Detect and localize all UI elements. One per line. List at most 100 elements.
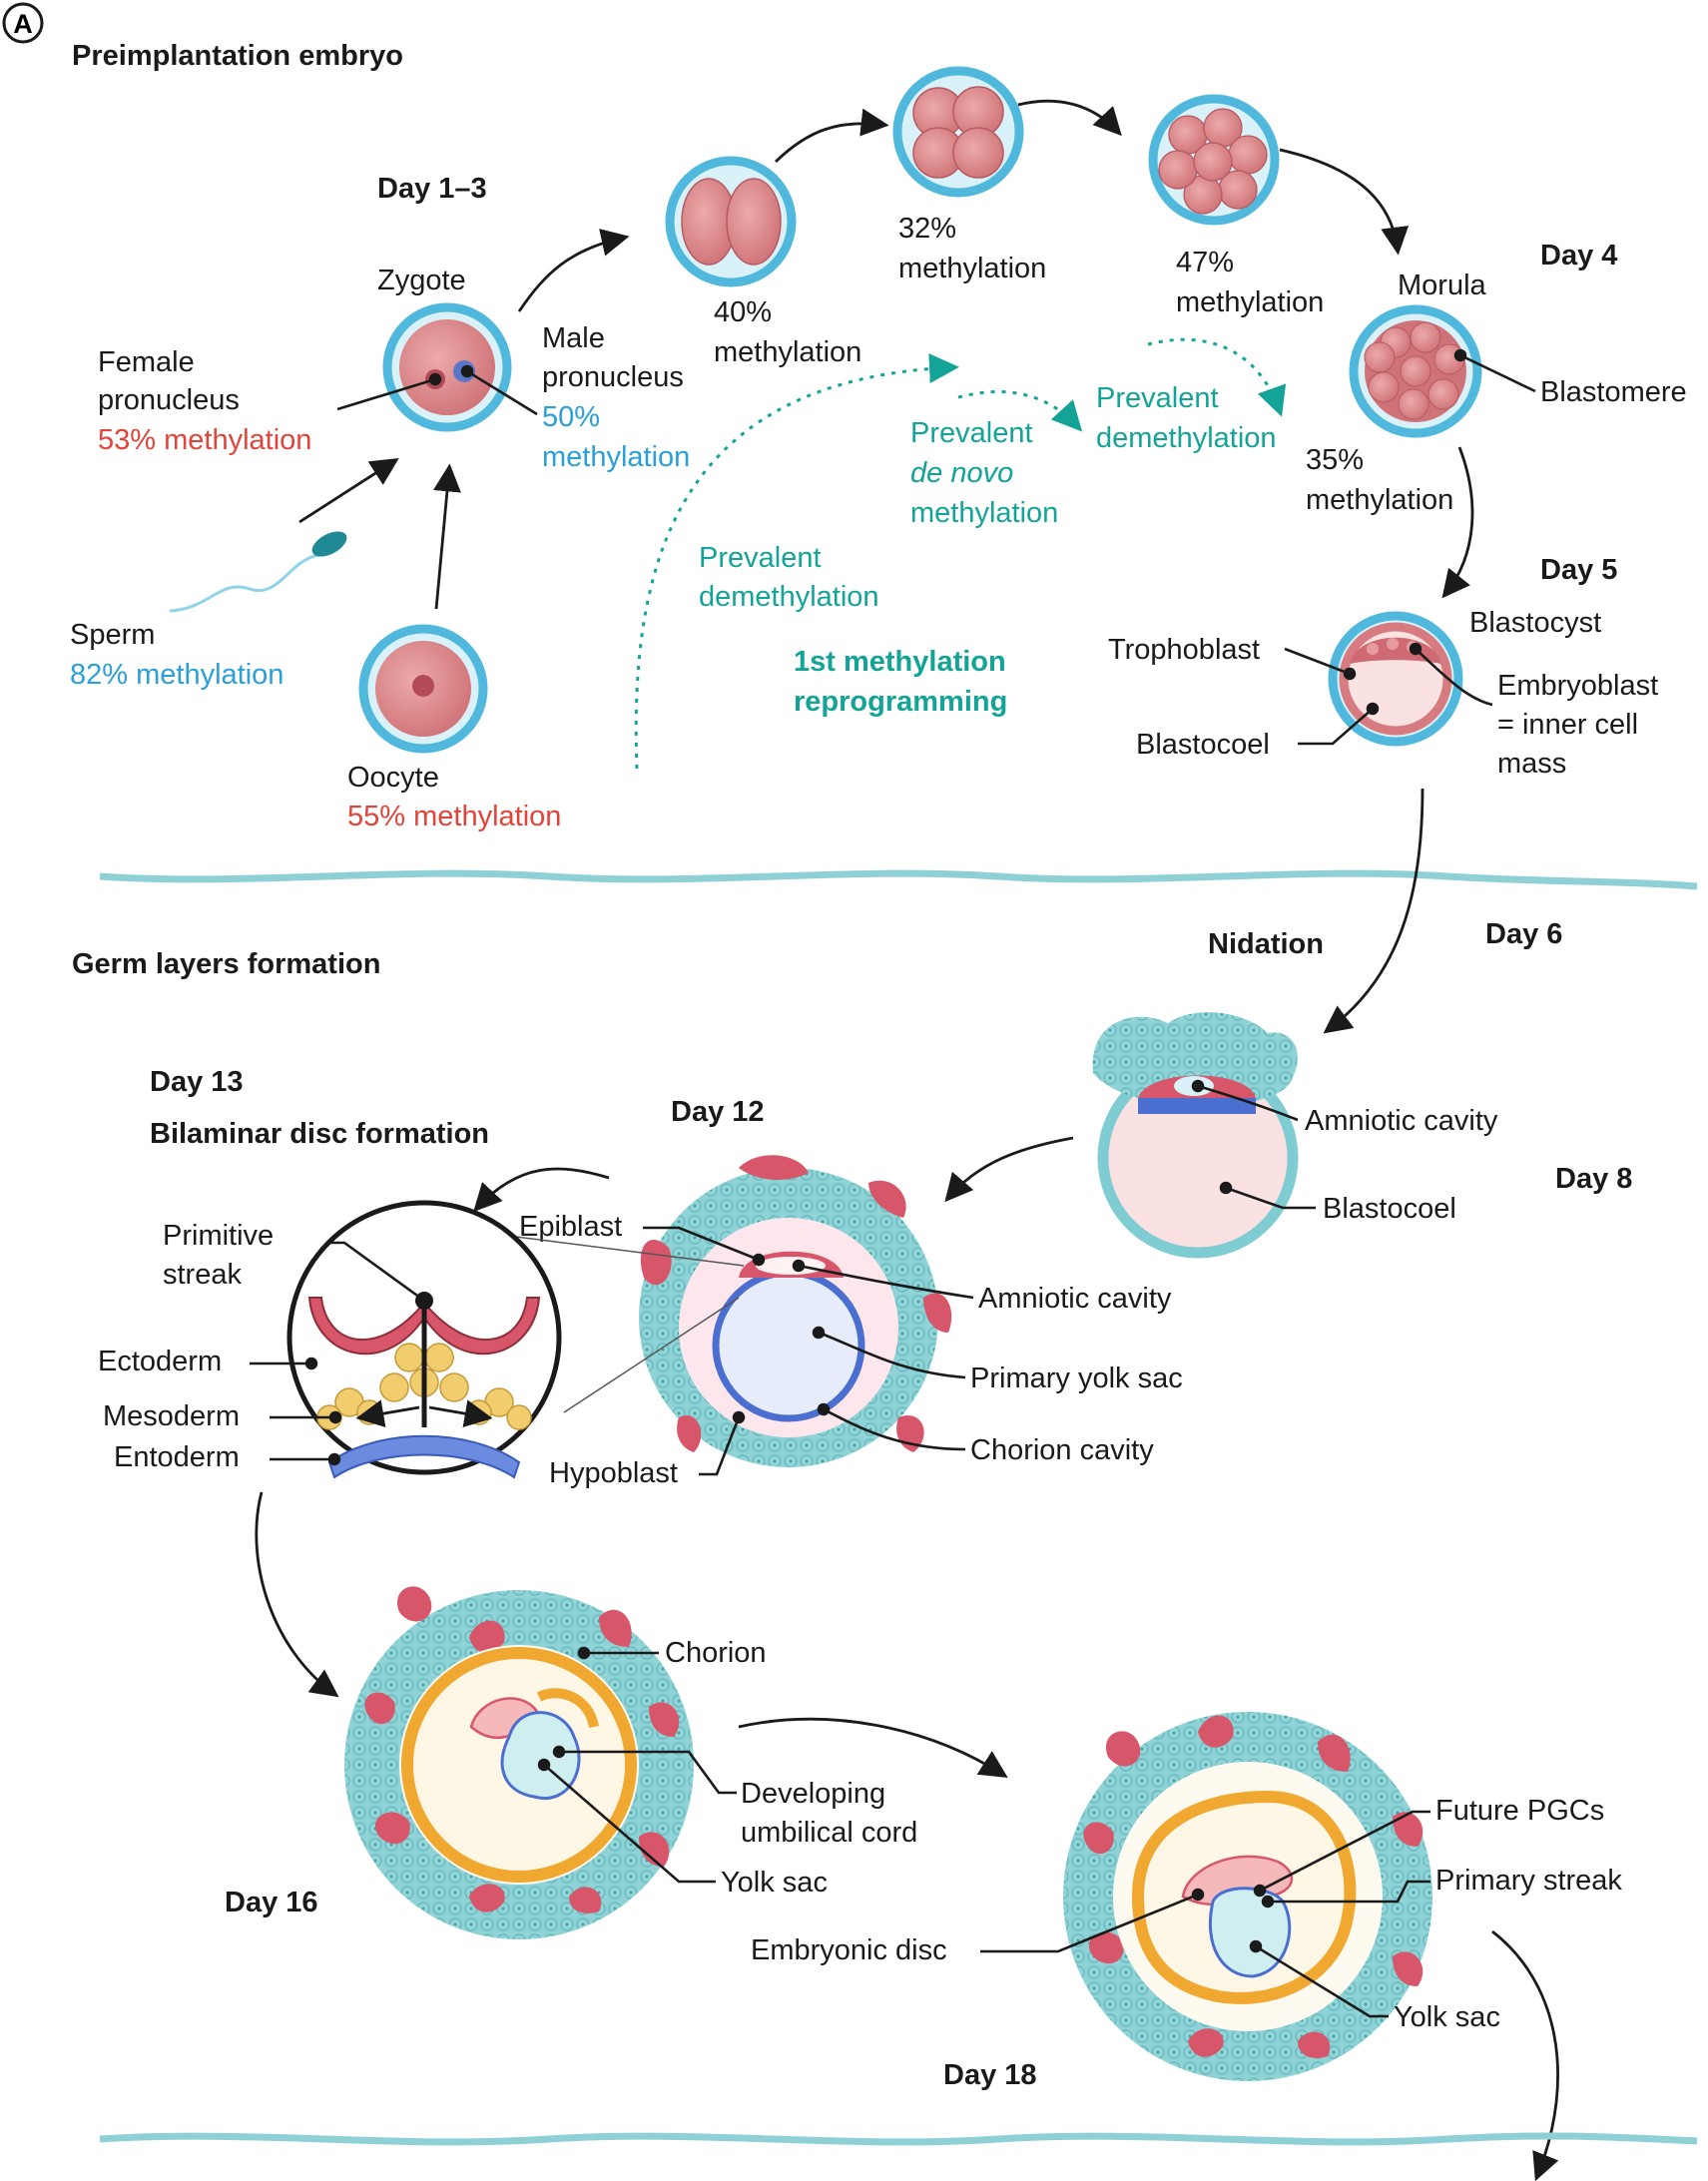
male-pronucleus-leader: [460, 364, 538, 416]
two-cell-methylation-1: 40%: [714, 296, 772, 328]
yolk-sac-d18-label: Yolk sac: [1394, 2001, 1500, 2033]
embryonic-disc-leader: [980, 1888, 1205, 1953]
day-label-8: Day 8: [1555, 1163, 1632, 1195]
sperm-illustration: [169, 531, 347, 613]
wave-divider-bottom: [99, 2132, 1698, 2146]
blastomere-label: Blastomere: [1540, 376, 1687, 408]
primitive-streak-label-1: Primitive: [163, 1220, 274, 1252]
amniotic-cavity-d12-leader: [792, 1259, 974, 1300]
chorion-cavity-leader: [817, 1402, 966, 1451]
chorion-cavity-label: Chorion cavity: [970, 1434, 1154, 1466]
day18-embryo-illustration: [1063, 1712, 1432, 2081]
four-cell-methylation-1: 32%: [898, 213, 956, 245]
day16-embryo-illustration: [344, 1586, 694, 1939]
reprogramming-label-1: 1st methylation: [794, 646, 1006, 678]
day-label-16: Day 16: [225, 1887, 318, 1918]
yolk-sac-d16-leader: [537, 1758, 716, 1884]
oocyte-methylation: 55% methylation: [347, 801, 561, 832]
section-title-germ-layers: Germ layers formation: [72, 948, 380, 980]
morula-methylation-1: 35%: [1306, 444, 1364, 476]
day8-to-day12-arrow: [944, 1136, 1074, 1203]
blastomere-leader: [1453, 348, 1536, 393]
embryonic-disc-label: Embryonic disc: [751, 1934, 947, 1966]
embryoblast-label-2: = inner cell: [1497, 709, 1638, 741]
day12-to-day13-arrow: [473, 1167, 610, 1213]
day-label-12: Day 12: [671, 1096, 765, 1128]
day16-to-day18-arrow: [738, 1717, 1008, 1779]
8cell-to-morula-arrow: [1279, 148, 1410, 256]
female-pronucleus-label-1: Female: [98, 346, 195, 378]
nidation-label: Nidation: [1208, 928, 1324, 960]
female-pronucleus-leader: [336, 372, 442, 411]
entoderm-label: Entoderm: [114, 1441, 240, 1473]
reprogramming-label-2: reprogramming: [794, 686, 1007, 718]
sperm-methylation: 82% methylation: [70, 659, 284, 691]
denovo-label-3: methylation: [910, 497, 1058, 529]
male-pronucleus-label-1: Male: [542, 322, 605, 354]
day-label-18: Day 18: [943, 2059, 1037, 2091]
trophoblast-label: Trophoblast: [1108, 634, 1260, 666]
primary-streak-label: Primary streak: [1435, 1865, 1622, 1897]
yolk-sac-d18-leader: [1249, 1939, 1389, 2018]
zygote-label: Zygote: [377, 265, 466, 296]
demethylation-dashed-arrow-1: [634, 353, 959, 770]
male-methylation-1: 50%: [542, 401, 600, 433]
two-cell-illustration: [665, 156, 797, 287]
male-pronucleus-label-2: pronucleus: [542, 361, 684, 393]
zygote-illustration: [382, 302, 512, 432]
umbilical-label-1: Developing: [741, 1778, 885, 1810]
morula-label: Morula: [1398, 270, 1487, 301]
day12-embryo-illustration: [639, 1155, 952, 1467]
demethylation-a-label-1: Prevalent: [699, 542, 822, 574]
blastocoel-label: Blastocoel: [1136, 729, 1270, 761]
day8-implantation-illustration: [1092, 1012, 1299, 1259]
yolk-sac-d16-label: Yolk sac: [721, 1867, 828, 1899]
epiblast-label: Epiblast: [519, 1211, 622, 1243]
morula-illustration: [1349, 304, 1482, 438]
future-pgcs-leader: [1253, 1810, 1430, 1898]
oocyte-illustration: [358, 624, 488, 754]
ectoderm-label: Ectoderm: [98, 1346, 222, 1377]
future-pgcs-label: Future PGCs: [1435, 1795, 1604, 1827]
primary-yolk-sac-label: Primary yolk sac: [970, 1363, 1183, 1394]
day13-to-day16-arrow: [255, 1491, 339, 1698]
day-label-4: Day 4: [1540, 240, 1617, 272]
trophoblast-leader: [1284, 647, 1357, 681]
oocyte-to-zygote-arrow: [432, 463, 461, 610]
amniotic-cavity-d8-leader: [1191, 1079, 1299, 1122]
embryoblast-label-3: mass: [1497, 748, 1566, 780]
oocyte-label: Oocyte: [347, 762, 439, 794]
demethylation-b-label-1: Prevalent: [1096, 382, 1219, 414]
zoom-line-bottom: [563, 1297, 740, 1413]
four-cell-methylation-2: methylation: [898, 253, 1046, 284]
amniotic-cavity-d8-label: Amniotic cavity: [1305, 1105, 1498, 1137]
eight-cell-methylation-2: methylation: [1176, 286, 1324, 318]
chorion-label: Chorion: [665, 1637, 767, 1669]
umbilical-leader: [552, 1745, 737, 1795]
blastocoel-leader: [1298, 702, 1380, 746]
day-label-6: Day 6: [1485, 918, 1562, 950]
female-methylation: 53% methylation: [98, 424, 311, 456]
denovo-label-2: de novo: [910, 457, 1013, 489]
primary-yolk-sac-leader: [812, 1326, 966, 1379]
demethylation-a-label-2: demethylation: [699, 581, 879, 613]
female-pronucleus-label-2: pronucleus: [98, 384, 240, 416]
2cell-to-4cell-arrow: [775, 108, 889, 164]
eight-cell-illustration: [1148, 94, 1280, 226]
blastocoel-d8-label: Blastocoel: [1323, 1193, 1456, 1225]
demethylation-b-label-2: demethylation: [1096, 422, 1277, 454]
denovo-label-1: Prevalent: [910, 417, 1033, 449]
sperm-to-zygote-arrow: [298, 457, 399, 524]
blastocyst-to-day8-arrow: [1323, 788, 1424, 1034]
hypoblast-leader: [699, 1410, 746, 1476]
day-label-13: Day 13: [150, 1066, 244, 1098]
morula-methylation-2: methylation: [1306, 484, 1453, 516]
svg-text:A: A: [13, 9, 33, 39]
two-cell-methylation-2: methylation: [714, 336, 861, 368]
hypoblast-label: Hypoblast: [549, 1457, 678, 1489]
epiblast-leader: [643, 1226, 766, 1267]
blastocyst-illustration: [1328, 611, 1463, 747]
umbilical-label-2: umbilical cord: [741, 1817, 917, 1849]
male-methylation-2: methylation: [542, 441, 690, 473]
panel-label: A: [2, 2, 44, 44]
